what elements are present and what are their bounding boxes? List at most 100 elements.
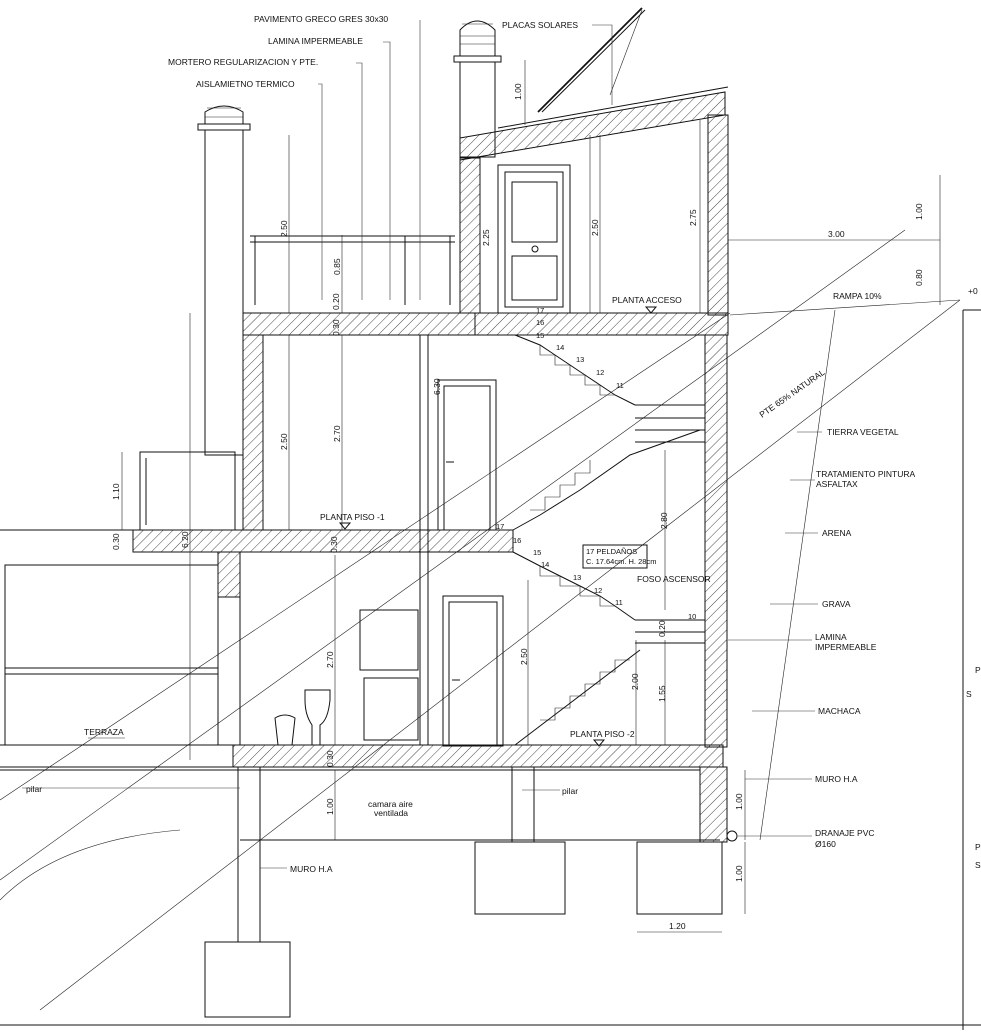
svg-text:0.30: 0.30 <box>325 750 335 767</box>
label-tratamiento-1: TRATAMIENTO PINTURA <box>816 469 916 479</box>
level-labels: PLANTA ACCESO PLANTA PISO -1 PLANTA PISO… <box>320 295 682 747</box>
foundations <box>0 766 981 1026</box>
upper-railing <box>250 235 455 305</box>
label-placas: PLACAS SOLARES <box>502 20 578 30</box>
svg-text:2.00: 2.00 <box>630 673 640 690</box>
svg-text:2.50: 2.50 <box>279 433 289 450</box>
svg-text:2.75: 2.75 <box>688 209 698 226</box>
svg-text:0.85: 0.85 <box>332 258 342 275</box>
stairs <box>512 334 705 746</box>
door-piso-1 <box>437 379 497 531</box>
bathroom <box>274 609 419 746</box>
svg-text:2.80: 2.80 <box>659 512 669 529</box>
label-pte-natural: PTE 65% NATURAL <box>757 367 826 420</box>
label-muro-ha-right: MURO H.A <box>815 774 858 784</box>
svg-text:0.30: 0.30 <box>331 319 341 336</box>
svg-text:3.00: 3.00 <box>828 229 845 239</box>
svg-text:0.80: 0.80 <box>914 269 924 286</box>
label-pilar-left: pilar <box>26 784 42 794</box>
leaders <box>22 20 822 869</box>
level-piso-2: PLANTA PISO -2 <box>570 729 635 739</box>
svg-text:1.20: 1.20 <box>669 921 686 931</box>
svg-text:16: 16 <box>513 536 521 545</box>
access-right-wall <box>707 114 729 316</box>
level-piso-1: PLANTA PISO -1 <box>320 512 385 522</box>
svg-text:1.00: 1.00 <box>513 83 523 100</box>
left-wall-lower <box>217 551 241 598</box>
label-camara-1: camara aire <box>368 799 413 809</box>
svg-text:14: 14 <box>541 560 549 569</box>
svg-text:2.70: 2.70 <box>332 425 342 442</box>
left-wall-upper <box>242 334 264 531</box>
label-pilar-right: pilar <box>562 786 578 796</box>
access-left-wall <box>459 157 481 314</box>
svg-text:0.20: 0.20 <box>657 620 667 637</box>
step-numbers-mid: 17 16 15 14 13 12 11 10 <box>496 522 696 621</box>
label-rampa: RAMPA 10% <box>833 291 882 301</box>
svg-text:P: P <box>975 665 981 675</box>
svg-text:10: 10 <box>688 612 696 621</box>
label-pavimento: PAVIMENTO GRECO GRES 30x30 <box>254 14 388 24</box>
label-peldanos-1: 17 PELDAÑOS <box>586 547 637 556</box>
label-tratamiento-2: ASFALTAX <box>816 479 858 489</box>
steps-note-box <box>582 544 648 569</box>
svg-text:14: 14 <box>556 343 564 352</box>
svg-text:17: 17 <box>496 522 504 531</box>
side-panel: S P P S <box>962 309 981 1030</box>
svg-text:+0: +0 <box>968 286 978 296</box>
svg-text:1.55: 1.55 <box>657 685 667 702</box>
svg-text:15: 15 <box>536 331 544 340</box>
svg-text:2.50: 2.50 <box>279 220 289 237</box>
svg-text:11: 11 <box>616 381 624 390</box>
svg-text:6.20: 6.20 <box>180 531 190 548</box>
svg-text:2.50: 2.50 <box>519 648 529 665</box>
slab-access <box>242 312 476 336</box>
svg-text:11: 11 <box>615 598 623 607</box>
label-muro-ha-left: MURO H.A <box>290 864 333 874</box>
svg-text:1.00: 1.00 <box>325 798 335 815</box>
base-wall <box>699 766 728 843</box>
svg-text:0.30: 0.30 <box>329 536 339 553</box>
svg-text:0.30: 0.30 <box>111 533 121 550</box>
svg-text:S: S <box>966 689 972 699</box>
label-drenaje-2: Ø160 <box>815 839 836 849</box>
svg-text:0.20: 0.20 <box>331 293 341 310</box>
label-machaca: MACHACA <box>818 706 861 716</box>
svg-text:13: 13 <box>573 573 581 582</box>
svg-text:1.00: 1.00 <box>734 793 744 810</box>
label-camara-2: ventilada <box>374 808 408 818</box>
svg-text:P: P <box>975 842 981 852</box>
svg-text:1.00: 1.00 <box>914 203 924 220</box>
dimension-lines <box>121 60 941 933</box>
svg-text:1.10: 1.10 <box>111 483 121 500</box>
door-piso-2 <box>442 595 504 747</box>
label-aislamiento: AISLAMIETNO TERMICO <box>196 79 295 89</box>
terrain-lines <box>0 229 961 1011</box>
label-mortero: MORTERO REGULARIZACION Y PTE. <box>168 57 318 67</box>
svg-text:12: 12 <box>594 586 602 595</box>
svg-text:2.50: 2.50 <box>590 219 600 236</box>
label-lamina-wall-2: IMPERMEABLE <box>815 642 877 652</box>
right-retaining-wall <box>704 334 728 748</box>
label-drenaje-1: DRANAJE PVC <box>815 828 875 838</box>
label-tierra: TIERRA VEGETAL <box>827 427 899 437</box>
svg-text:2.25: 2.25 <box>481 229 491 246</box>
label-lamina-wall-1: LAMINA <box>815 632 847 642</box>
svg-text:1.00: 1.00 <box>734 865 744 882</box>
slab-piso-1 <box>132 529 514 553</box>
step-numbers-upper: 17 16 15 14 13 12 11 <box>536 306 624 390</box>
label-peldanos-2: C. 17.64cm. H. 28cm <box>586 557 656 566</box>
svg-text:13: 13 <box>576 355 584 364</box>
svg-text:6.30: 6.30 <box>432 378 442 395</box>
slab-access-right <box>474 312 729 336</box>
label-lamina-top: LAMINA IMPERMEABLE <box>268 36 363 46</box>
roof <box>459 7 729 161</box>
svg-text:16: 16 <box>536 318 544 327</box>
left-chimney <box>197 105 251 456</box>
access-door <box>497 164 571 314</box>
dimension-texts: 1.00 2.50 0.85 2.25 2.50 2.75 1.00 0.80 … <box>111 83 978 931</box>
label-arena: ARENA <box>822 528 852 538</box>
level-acceso: PLANTA ACCESO <box>612 295 682 305</box>
label-foso: FOSO ASCENSOR <box>637 574 711 584</box>
